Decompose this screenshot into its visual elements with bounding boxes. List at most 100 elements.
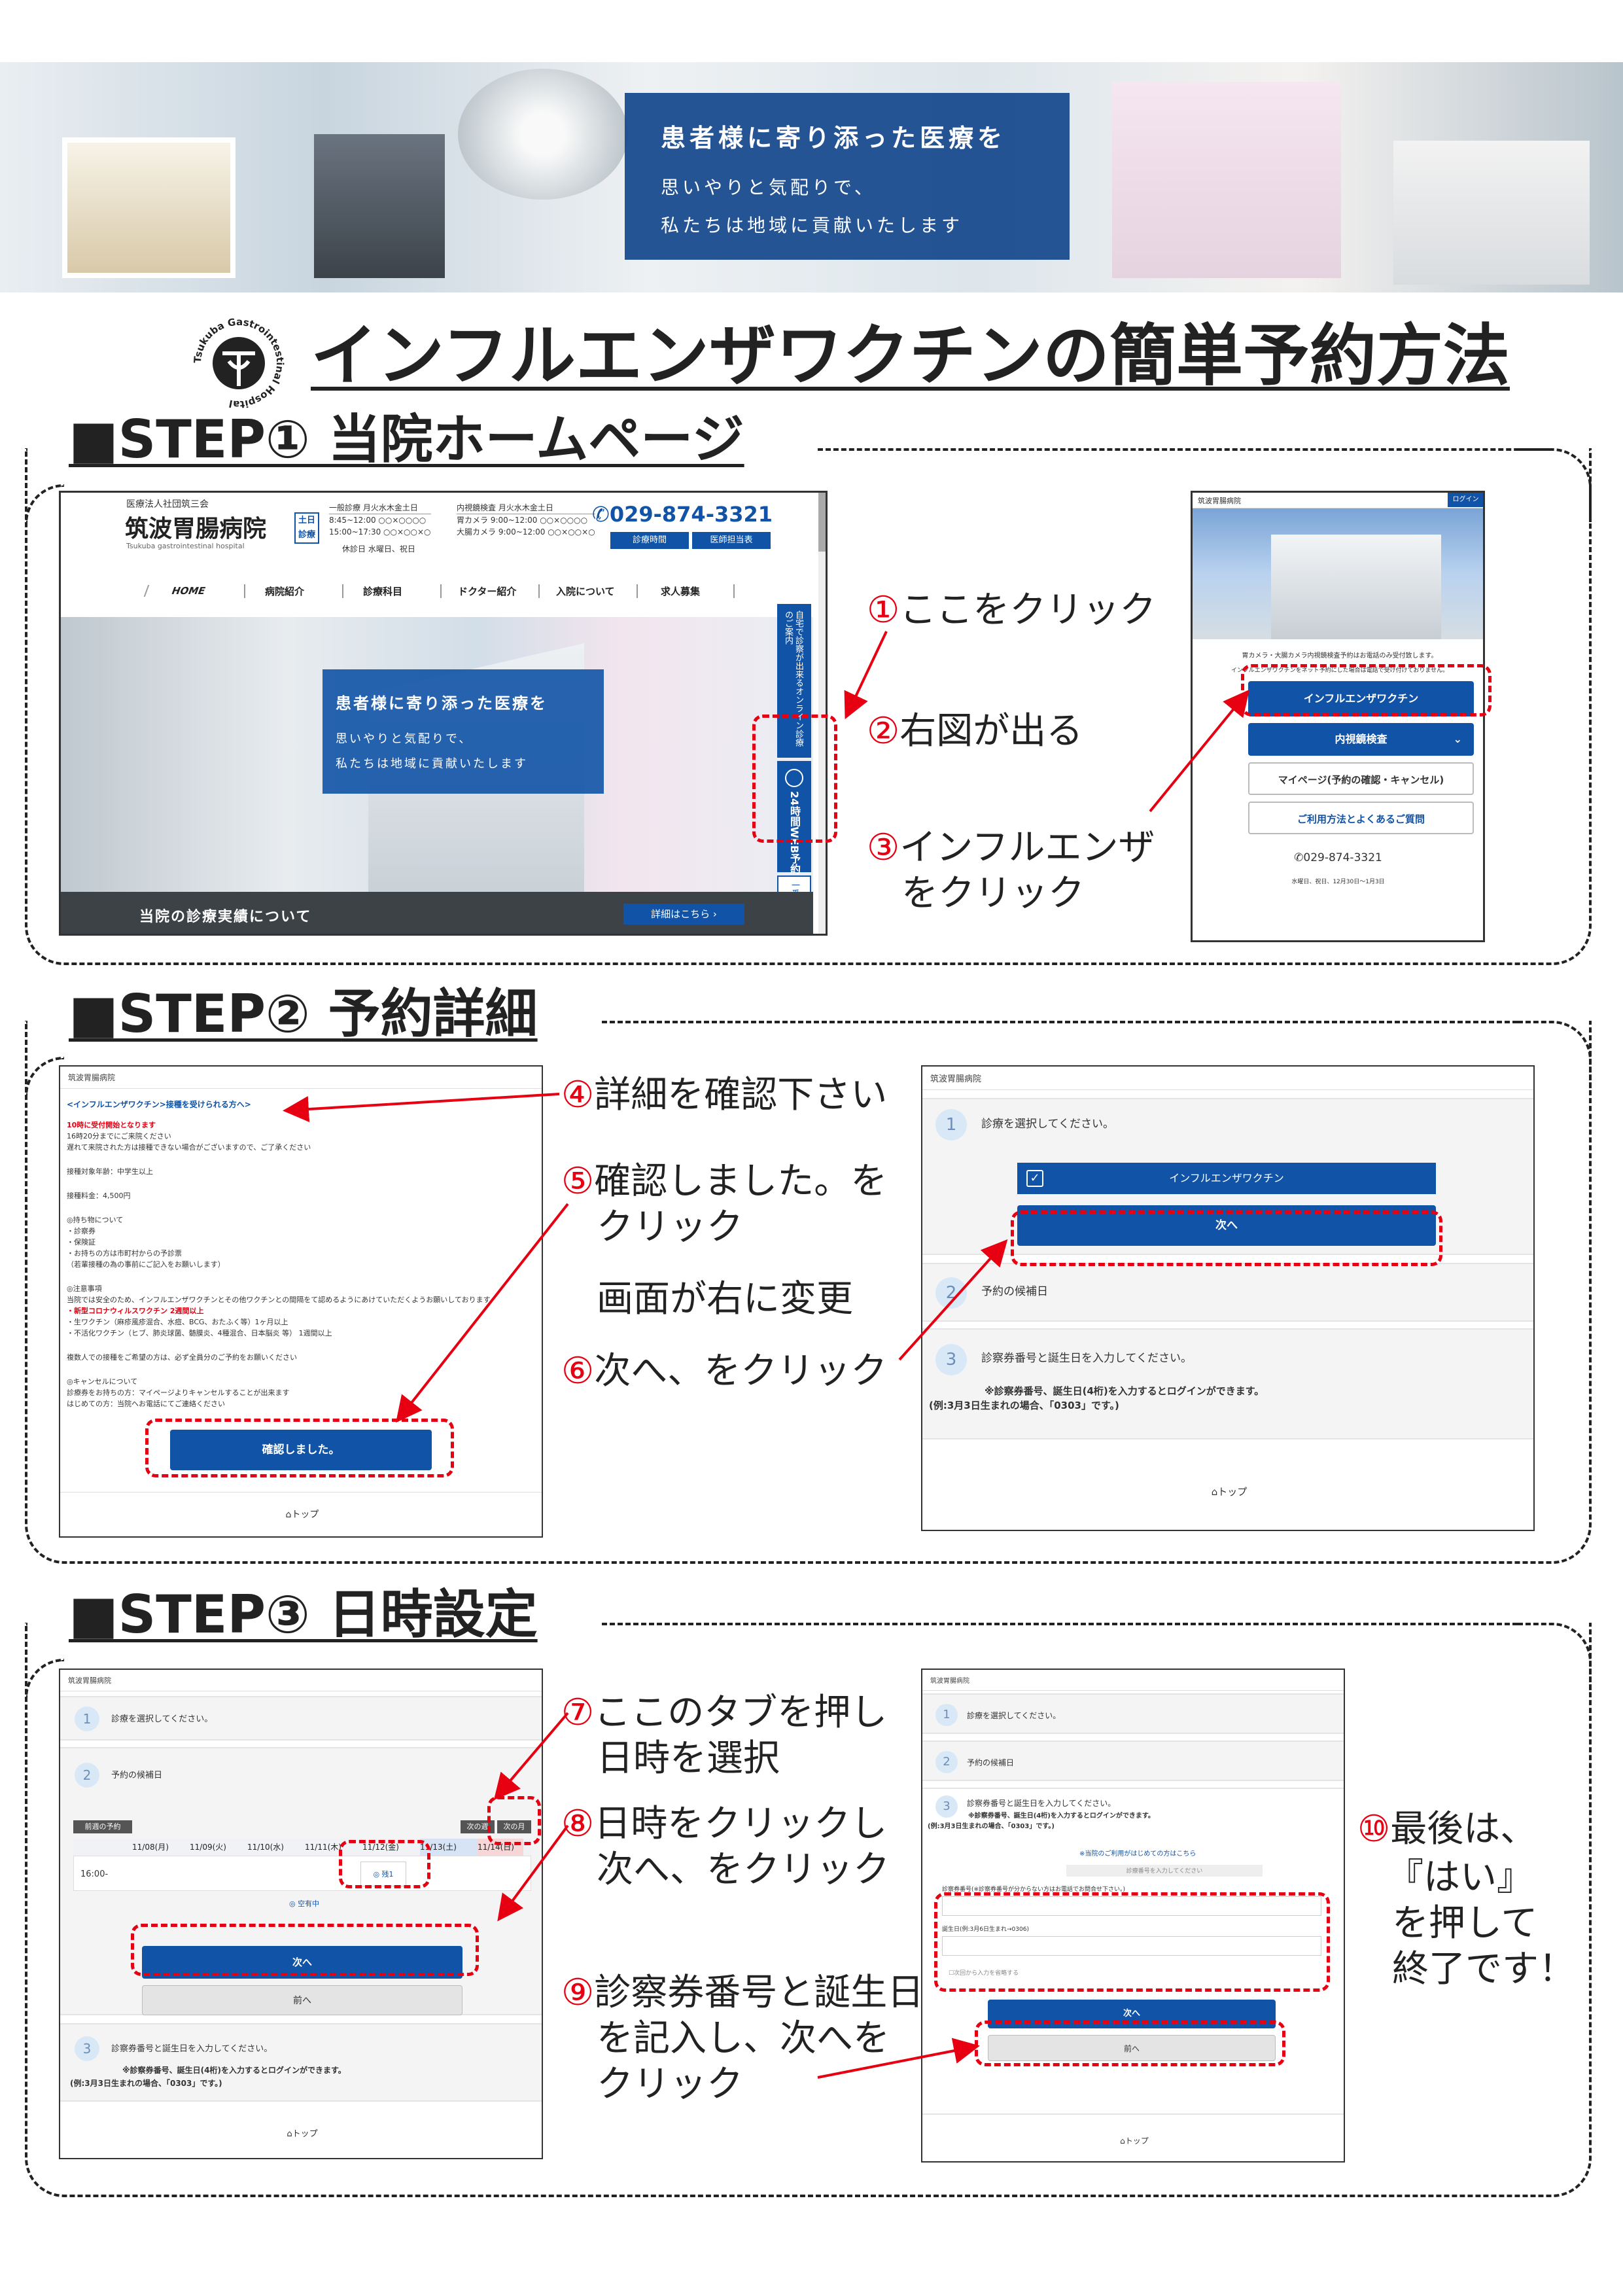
step3-annotation-10b: 『はい』 [1387, 1856, 1533, 1899]
step3-heading: ■STEP③ 日時設定 [69, 1584, 538, 1645]
mobile-closed-days: 水曜日、祝日、12月30日〜1月3日 [1291, 879, 1385, 885]
date-select-screenshot: 筑波胃腸病院 1 診療を選択してください。 2 予約の候補日 前週の予約 次の週… [59, 1669, 543, 2159]
login-label-patient-no: 診察券番号(※診察券番号が分からない方はお電話でお問合せ下さい。) [942, 1886, 1126, 1893]
mobile-header-title: 筑波胃腸病院 [1198, 497, 1241, 505]
side-online-tab[interactable]: 自宅で診察が出来るオンライン診療のご案内 [777, 604, 811, 758]
login-step-number-1: 1 [935, 1704, 958, 1726]
detail-cancel-2: はじめての方：当院へお電話にてご連絡ください [67, 1400, 225, 1408]
login-top-link[interactable]: ⌂トップ [922, 2134, 1344, 2147]
endoscopy-button[interactable]: 内視鏡検査⌄ [1248, 723, 1474, 756]
date-top-link[interactable]: ⌂トップ [60, 2128, 542, 2141]
step1-frame [25, 448, 1592, 965]
top-banner: 患者様に寄り添った医療を 思いやりと気配りで、 私たちは地域に貢献いたします [0, 62, 1623, 292]
home-icon: ⌂ [285, 1510, 292, 1520]
nav-inpatient[interactable]: 入院について [538, 584, 637, 598]
banner-photo-equipment [314, 134, 445, 278]
step2-annotation-change: 画面が右に変更 [597, 1278, 853, 1320]
annotation-number: ⑨ [561, 1971, 595, 2014]
arrow-4 [283, 1093, 560, 1123]
influenza-vaccine-button[interactable]: インフルエンザワクチン [1248, 681, 1474, 716]
birthday-input[interactable] [942, 1936, 1321, 1956]
site-doctor-table-button[interactable]: 医師担当表 [692, 532, 771, 549]
step1-annotation-3a: ③インフルエンザ [867, 826, 1155, 869]
mobile-phone-icon: ✆ [1294, 851, 1304, 864]
detail-note-3: ・生ワクチン（麻疹風疹混合、水痘、BCG、おたふく等）1ヶ月以上 [67, 1318, 288, 1326]
calendar-time: 16:00- [80, 1869, 109, 1879]
nav-departments[interactable]: 診療科目 [342, 584, 440, 598]
step2-annotation-5b: クリック [597, 1206, 743, 1248]
step2-frame-top-right [1518, 1021, 1592, 1095]
vaccine-detail-screenshot: 筑波胃腸病院 <インフルエンザワクチン>接種を受けられる方へ> 10時に受付開始… [59, 1065, 543, 1538]
detail-item-3: ・お持ちの方は市町村からの予診票 [67, 1249, 182, 1258]
confirmed-button[interactable]: 確認しました。 [170, 1430, 432, 1470]
login-section-2: 2 予約の候補日 [922, 1740, 1344, 1781]
site-hours-endoscopy: 内視鏡検査 月火水木金土日 胃カメラ 9:00~12:00 ○○×○○○○ 大腸… [457, 502, 595, 538]
detail-top-label: トップ [291, 1510, 319, 1520]
next-month-button[interactable]: 次の月 [497, 1820, 531, 1833]
mobile-menu-screenshot: 筑波胃腸病院 ログイン 胃カメラ・大腸カメラ内視鏡検査予約はお電話のみ受付致しま… [1191, 491, 1485, 942]
clock-icon [785, 769, 803, 787]
banner-message-box: 患者様に寄り添った医療を 思いやりと気配りで、 私たちは地域に貢献いたします [625, 93, 1070, 260]
step3-annotation-8a: ⑧日時をクリックし [561, 1803, 888, 1845]
mobile-notice-1: 胃カメラ・大腸カメラ内視鏡検査予約はお電話のみ受付致します。 [1242, 652, 1438, 660]
nav-jobs[interactable]: 求人募集 [637, 584, 735, 598]
site-hours-button[interactable]: 診療時間 [610, 532, 689, 549]
hero-line-2: 思いやりと気配りで、 [336, 732, 473, 746]
site-hours-1a: 8:45~12:00 ○○×○○○○ [329, 516, 427, 525]
date-section-2-label: 予約の候補日 [111, 1771, 163, 1780]
service-header: 筑波胃腸病院 [922, 1067, 1533, 1090]
step2-annotation-5a: ⑤確認しました。を [561, 1160, 888, 1203]
login-prev-button[interactable]: 前へ [988, 2035, 1276, 2061]
detail-top-link[interactable]: ⌂トップ [60, 1508, 542, 1521]
login-section-1-label: 診療を選択してください。 [967, 1711, 1061, 1720]
detail-note-4: ・不活化ワクチン（ヒブ、肺炎球菌、髄膜炎、4種混合、日本脳炎 等） 1週間以上 [67, 1329, 332, 1337]
login-screenshot: 筑波胃腸病院 1 診療を選択してください。 2 予約の候補日 3 診察券番号と誕… [921, 1669, 1345, 2163]
mobile-notice-2: インフルエンザワクチンをネット予約にした場合は電話で受け付けておりません。 [1230, 667, 1449, 674]
date-step-number-1: 1 [75, 1706, 99, 1731]
influenza-chip[interactable]: ✓ インフルエンザワクチン [1017, 1163, 1436, 1194]
site-footer-detail-button[interactable]: 詳細はこちら › [623, 904, 744, 925]
login-label-birthday: 誕生日(例:3月6日生まれ→0306) [942, 1926, 1029, 1933]
site-phone-number: 029-874-3321 [609, 502, 773, 527]
login-field-0[interactable]: 診療番号を入力してください [1066, 1865, 1263, 1877]
service-section-3-label: 診察券番号と誕生日を入力してください。 [981, 1352, 1192, 1365]
step3-annotation-9a: ⑨診察券番号と誕生日 [561, 1971, 924, 2014]
prev-week-button[interactable]: 前週の予約 [73, 1820, 132, 1833]
site-hero: 患者様に寄り添った医療を 思いやりと気配りで、 私たちは地域に貢献いたします [61, 617, 813, 892]
detail-link[interactable]: <インフルエンザワクチン>接種を受けられる方へ> [67, 1100, 251, 1109]
login-first-time-link[interactable]: ※当院のご利用がはじめての方はこちら [1079, 1850, 1196, 1858]
service-warning-2: (例:3月3日生まれの場合、「0303」です。) [929, 1400, 1119, 1411]
side-web-reserve-tab[interactable]: 24時間WEB予約 [777, 761, 811, 874]
login-warning-2: (例:3月3日生まれの場合、「0303」です。) [928, 1823, 1055, 1830]
service-top-link[interactable]: ⌂トップ [922, 1485, 1533, 1498]
mobile-header: 筑波胃腸病院 ログイン [1193, 493, 1483, 508]
site-hospital-name-en: Tsukuba gastrointestinal hospital [126, 542, 245, 550]
step2-heading: ■STEP② 予約詳細 [69, 983, 538, 1044]
annotation-number: ⑩ [1357, 1808, 1391, 1850]
site-holiday: 休診日 水曜日、祝日 [342, 544, 415, 554]
date-prev-button[interactable]: 前へ [142, 1985, 462, 2015]
mobile-login-button[interactable]: ログイン [1448, 493, 1483, 507]
banner-photo-chairs [1112, 82, 1341, 278]
service-section-1-label: 診療を選択してください。 [981, 1118, 1114, 1131]
site-scrollbar-thumb[interactable] [818, 493, 826, 552]
mypage-button[interactable]: マイページ(予約の確認・キャンセル) [1248, 762, 1474, 795]
date-warning-2: (例:3月3日生まれの場合、「0303」です。) [70, 2079, 222, 2088]
detail-fee: 接種料金：4,500円 [67, 1192, 131, 1200]
next-week-button[interactable]: 次の週 [461, 1820, 495, 1833]
service-warning-1: ※診察券番号、誕生日(4桁)を入力するとログインができます。 [985, 1385, 1265, 1397]
site-hours-2b: 大腸カメラ 9:00~12:00 ○○×○○×○ [457, 527, 595, 537]
faq-button[interactable]: ご利用方法とよくあるご質問 [1248, 802, 1474, 834]
calendar-day-4: 11/11(木) [305, 1843, 341, 1852]
annotation-number: ③ [867, 826, 900, 869]
nav-doctors[interactable]: ドクター紹介 [440, 584, 538, 598]
remember-checkbox[interactable]: ☐次回から入力を省略する [949, 1967, 1019, 1980]
service-top-label: トップ [1217, 1486, 1248, 1498]
site-scrollbar[interactable] [818, 493, 826, 934]
calendar-day-2: 11/09(火) [190, 1843, 226, 1852]
step3-annotation-9b: を記入し、次へを [597, 2017, 890, 2060]
nav-about[interactable]: 病院紹介 [244, 584, 342, 598]
patient-number-input[interactable] [942, 1896, 1321, 1916]
login-home-icon: ⌂ [1120, 2136, 1125, 2146]
